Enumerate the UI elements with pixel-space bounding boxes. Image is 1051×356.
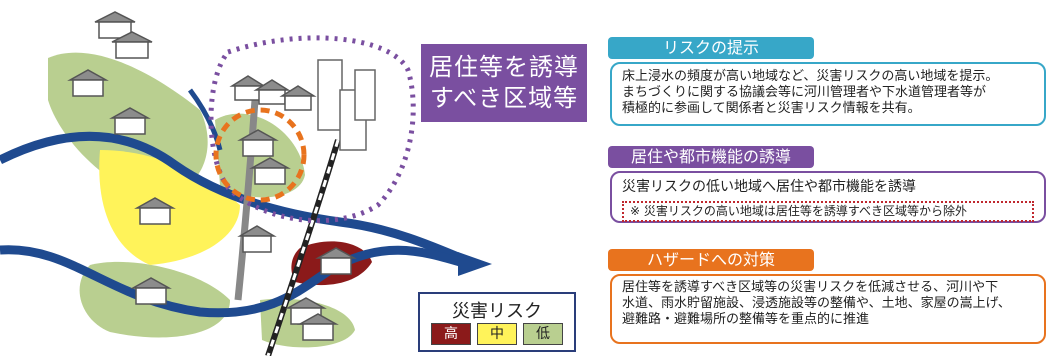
risk-presentation-heading: リスクの提示	[608, 37, 814, 59]
house-icon	[109, 107, 151, 135]
focus-ring	[213, 107, 307, 203]
body-line: 災害リスクの低い地域へ居住や都市機能を誘導	[622, 179, 916, 195]
house-icon	[315, 247, 357, 275]
risk-legend: 災害リスク 高 中 低	[418, 292, 576, 352]
legend-low: 低	[523, 323, 563, 345]
railway-stripes	[266, 139, 340, 356]
river-lower	[0, 245, 462, 318]
risk-presentation-box: 床上浸水の頻度が高い地域など、災害リスクの高い地域を提示。 まちづくりに関する協…	[610, 62, 1046, 126]
house-icon	[237, 225, 277, 253]
house-icon	[279, 85, 317, 111]
body-line: 床上浸水の頻度が高い地域など、災害リスクの高い地域を提示。	[622, 69, 999, 84]
legend-high: 高	[431, 323, 471, 345]
house-icon	[134, 197, 176, 225]
body-line: 居住等を誘導すべき区域等の災害リスクを低減させる、河川や下	[622, 280, 999, 295]
hazard-measures-box: 居住等を誘導すべき区域等の災害リスクを低減させる、河川や下 水道、雨水貯留施設、…	[610, 274, 1046, 344]
house-icon	[237, 129, 279, 157]
river-arrow-icon	[458, 252, 492, 276]
legend-mid: 中	[477, 323, 517, 345]
high-rise-buildings	[317, 59, 376, 151]
legend-title: 災害リスク	[452, 301, 542, 322]
exclusion-note: ※ 災害リスクの高い地域は居住等を誘導すべき区域等から除外	[622, 201, 1034, 222]
house-icon	[229, 75, 267, 101]
body-line: まちづくりに関する協議会等に河川管理者や下水道管理者等が	[622, 85, 987, 100]
house-icon	[130, 277, 172, 305]
hazard-measures-heading: ハザードへの対策	[608, 249, 814, 271]
body-line: 積極的に参画して関係者と災害リスク情報を共有。	[622, 101, 921, 116]
house-icon	[249, 157, 291, 185]
house-icon	[111, 31, 153, 59]
body-line: 避難路・避難場所の整備等を重点的に推進	[622, 312, 870, 327]
body-line: 水道、雨水貯留施設、浸透施設等の整備や、土地、家屋の嵩上げ、	[622, 296, 1011, 311]
house-icon	[67, 69, 109, 97]
induction-box: 災害リスクの低い地域へ居住や都市機能を誘導 ※ 災害リスクの高い地域は居住等を誘…	[610, 171, 1046, 223]
hazard-map-illustration	[0, 11, 492, 356]
zone-label-line2: すべき区域等	[429, 84, 579, 112]
house-icon	[297, 313, 339, 341]
house-icon	[94, 11, 136, 39]
induce-zone-label: 居住等を誘導 すべき区域等	[421, 44, 587, 122]
induction-heading: 居住や都市機能の誘導	[608, 146, 814, 168]
house-icon	[253, 79, 291, 105]
zone-label-line1: 居住等を誘導	[429, 53, 579, 81]
